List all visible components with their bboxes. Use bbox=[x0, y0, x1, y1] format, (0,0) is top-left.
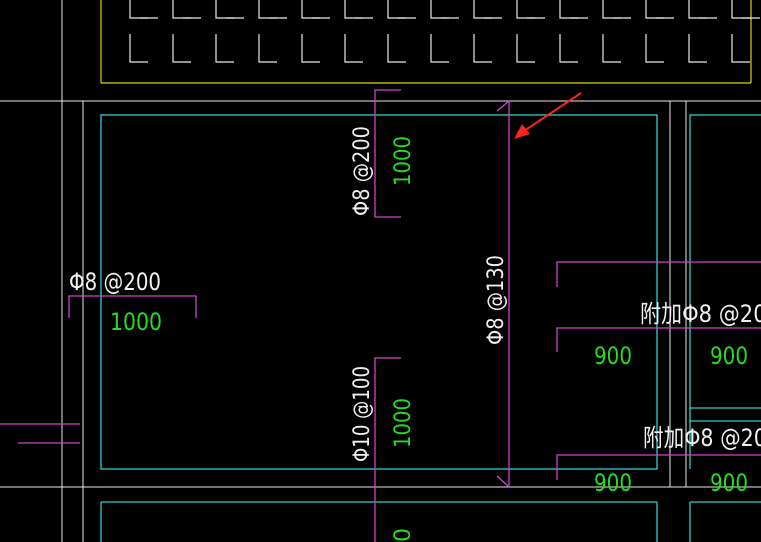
grid-cell-mark bbox=[688, 34, 707, 63]
grid-cell-mark bbox=[602, 34, 621, 63]
grid-cell-mark bbox=[731, 34, 750, 63]
right-spec-label-2: 附加Φ8 @200 bbox=[643, 424, 761, 452]
grid-cell-mark bbox=[731, 0, 750, 19]
grid-cell-mark bbox=[258, 34, 277, 63]
grid-cell-mark bbox=[473, 0, 492, 19]
long-spec-label: Φ8 @130 bbox=[484, 255, 509, 345]
grid-cell-mark bbox=[645, 34, 664, 63]
bottom-partial-label: 0 bbox=[391, 528, 416, 542]
grid-cell-mark bbox=[215, 34, 234, 63]
right-length-label-2a: 900 bbox=[594, 469, 632, 497]
grid-cell-mark bbox=[559, 34, 578, 63]
rebar-lines bbox=[0, 89, 761, 542]
grid-cell-mark bbox=[215, 0, 234, 19]
grid-cell-mark bbox=[430, 0, 449, 19]
grid-cell-mark bbox=[129, 34, 148, 63]
grid-cell-mark bbox=[559, 0, 578, 19]
grid-cell-mark bbox=[516, 0, 535, 19]
grid-cell-mark bbox=[129, 0, 148, 19]
top-grid-hatching bbox=[100, 0, 752, 84]
grid-cell-mark bbox=[258, 0, 277, 19]
labels: Φ8 @200 1000 Φ8 @200 1000 Φ10 @100 1000 … bbox=[69, 126, 761, 542]
red-arrow-icon bbox=[514, 92, 582, 139]
grid-cell-mark bbox=[473, 34, 492, 63]
grid-cell-mark bbox=[301, 0, 320, 19]
grid-cell-mark bbox=[602, 0, 621, 19]
left-spec-label: Φ8 @200 bbox=[69, 268, 161, 296]
right-spec-label-1: 附加Φ8 @200 bbox=[640, 300, 761, 328]
grid-cell-mark bbox=[387, 0, 406, 19]
grid-cell-mark bbox=[387, 34, 406, 63]
right-length-label-2b: 900 bbox=[710, 469, 748, 497]
grid-cell-mark bbox=[172, 0, 191, 19]
top-length-label: 1000 bbox=[391, 136, 416, 186]
grid-cell-mark bbox=[516, 34, 535, 63]
grid-cell-mark bbox=[172, 34, 191, 63]
mid-length-label: 1000 bbox=[391, 398, 416, 448]
grid-cell-mark bbox=[430, 34, 449, 63]
grid-cell-mark bbox=[688, 0, 707, 19]
grid-cell-mark bbox=[301, 34, 320, 63]
mid-spec-label: Φ10 @100 bbox=[350, 366, 375, 462]
slab-boundaries bbox=[100, 114, 761, 542]
grid-cell-mark bbox=[645, 0, 664, 19]
right-length-label-1a: 900 bbox=[594, 342, 632, 370]
left-length-label: 1000 bbox=[110, 308, 162, 336]
right-length-label-1b: 900 bbox=[710, 342, 748, 370]
grid-cell-mark bbox=[344, 34, 363, 63]
grid-cells bbox=[129, 0, 760, 63]
grid-cell-mark bbox=[344, 0, 363, 19]
top-spec-label: Φ8 @200 bbox=[350, 126, 375, 216]
